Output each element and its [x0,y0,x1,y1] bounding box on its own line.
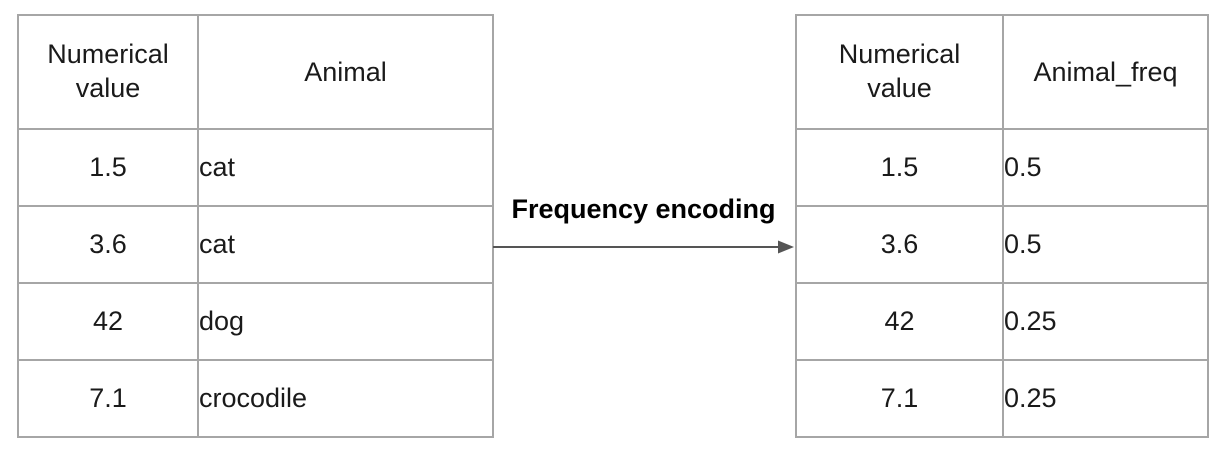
table-row: 1.5 0.5 [795,128,1209,207]
cell-animal-freq: 0.5 [1002,205,1209,284]
header-label: Animal [304,56,387,87]
header-cell-animal: Animal [197,14,494,130]
cell-numerical-value: 42 [17,282,199,361]
original-table-header-row: Numerical value Animal [17,14,494,130]
header-cell-animal-freq: Animal_freq [1002,14,1209,130]
cell-numerical-value: 7.1 [17,359,199,438]
header-label: Numerical value [838,39,961,103]
encoded-table-header-row: Numerical value Animal_freq [795,14,1209,130]
cell-animal: cat [197,205,494,284]
cell-animal: crocodile [197,359,494,438]
arrow-right-icon [493,240,794,254]
cell-animal: dog [197,282,494,361]
table-row: 3.6 cat [17,205,494,284]
header-cell-numerical-value: Numerical value [795,14,1004,130]
cell-numerical-value: 42 [795,282,1004,361]
transform-arrow-group: Frequency encoding [492,194,795,255]
table-row: 3.6 0.5 [795,205,1209,284]
table-row: 1.5 cat [17,128,494,207]
encoded-table: Numerical value Animal_freq 1.5 0.5 3.6 … [795,14,1209,438]
cell-animal-freq: 0.25 [1002,282,1209,361]
table-row: 42 dog [17,282,494,361]
cell-numerical-value: 1.5 [795,128,1004,207]
header-label: Animal_freq [1033,56,1178,87]
cell-numerical-value: 7.1 [795,359,1004,438]
table-row: 42 0.25 [795,282,1209,361]
header-label: Numerical value [47,39,169,103]
cell-numerical-value: 3.6 [795,205,1004,284]
cell-animal-freq: 0.5 [1002,128,1209,207]
table-row: 7.1 0.25 [795,359,1209,438]
header-cell-numerical-value: Numerical value [17,14,199,130]
arrow-label: Frequency encoding [511,194,776,224]
cell-numerical-value: 1.5 [17,128,199,207]
cell-animal-freq: 0.25 [1002,359,1209,438]
cell-numerical-value: 3.6 [17,205,199,284]
table-row: 7.1 crocodile [17,359,494,438]
cell-animal: cat [197,128,494,207]
original-table: Numerical value Animal 1.5 cat 3.6 cat 4… [17,14,494,438]
